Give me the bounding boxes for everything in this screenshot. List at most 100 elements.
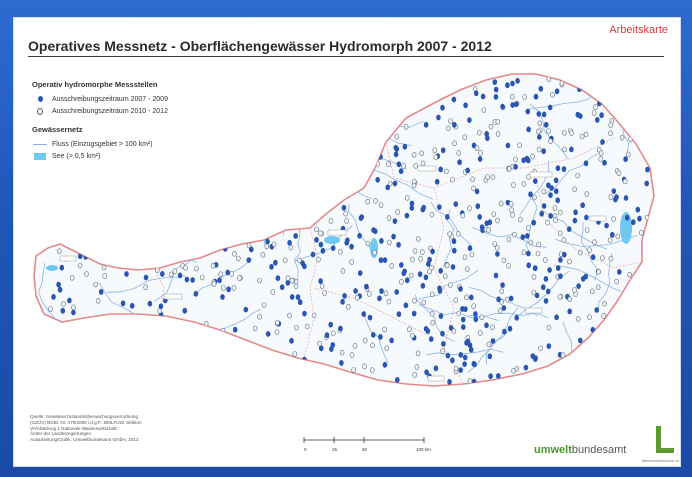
station-marker-2010-2012: [521, 249, 527, 256]
legend-row-river: Fluss (Einzugsgebiet > 100 km²): [32, 138, 232, 150]
station-marker-2007-2009: [427, 256, 432, 263]
station-marker-2010-2012: [340, 268, 346, 274]
station-marker-2010-2012: [418, 256, 424, 262]
station-marker-2007-2009: [505, 82, 510, 89]
station-marker-2010-2012: [370, 342, 375, 349]
station-marker-2007-2009: [463, 306, 468, 312]
station-marker-2010-2012: [488, 123, 494, 130]
station-marker-2010-2012: [383, 290, 389, 297]
scale-label: 50: [362, 447, 368, 452]
station-marker-2010-2012: [444, 262, 450, 269]
station-marker-2010-2012: [328, 218, 334, 224]
station-marker-2007-2009: [631, 219, 636, 226]
station-marker-2010-2012: [287, 312, 292, 319]
source-line: (GZÜV) BGBl. Nr. 479/2006 i.d.g.F.; BMLF…: [30, 419, 142, 425]
station-marker-2010-2012: [542, 257, 548, 263]
station-marker-2010-2012: [349, 352, 355, 358]
station-marker-2010-2012: [569, 130, 574, 136]
station-marker-2007-2009: [537, 134, 542, 140]
station-marker-2007-2009: [184, 276, 190, 283]
station-marker-2010-2012: [261, 302, 267, 308]
map-type-label: Arbeitskarte: [609, 24, 668, 36]
station-marker-2010-2012: [378, 202, 384, 208]
station-marker-2010-2012: [362, 337, 368, 344]
station-marker-2007-2009: [484, 322, 489, 329]
station-marker-2007-2009: [493, 86, 499, 93]
station-marker-2007-2009: [71, 309, 76, 316]
station-marker-2010-2012: [616, 170, 622, 176]
station-marker-2007-2009: [580, 275, 586, 282]
station-marker-2010-2012: [625, 151, 631, 158]
station-marker-2010-2012: [593, 104, 598, 110]
station-marker-2007-2009: [590, 326, 596, 333]
station-marker-2007-2009: [460, 316, 466, 323]
station-marker-2010-2012: [509, 207, 515, 213]
station-marker-2007-2009: [424, 369, 429, 376]
station-marker-2010-2012: [440, 348, 445, 354]
station-marker-2010-2012: [486, 341, 492, 348]
station-marker-2010-2012: [561, 130, 567, 136]
station-marker-2010-2012: [451, 328, 457, 335]
station-marker-2010-2012: [339, 349, 345, 356]
station-marker-2007-2009: [635, 206, 641, 213]
station-marker-2007-2009: [578, 337, 583, 344]
lake-box-icon: [34, 152, 46, 160]
station-marker-2010-2012: [275, 319, 280, 326]
logo-text-umwelt: umwelt: [534, 444, 572, 456]
city-labels: [59, 165, 607, 382]
station-marker-2010-2012: [453, 365, 459, 372]
station-marker-2007-2009: [604, 222, 609, 229]
station-marker-2010-2012: [608, 194, 614, 200]
station-marker-2007-2009: [265, 238, 270, 245]
station-marker-2010-2012: [546, 128, 551, 134]
station-marker-2007-2009: [469, 294, 474, 301]
station-marker-2007-2009: [392, 218, 398, 225]
station-marker-2007-2009: [477, 156, 483, 162]
station-marker-2010-2012: [412, 297, 417, 304]
station-marker-2007-2009: [401, 270, 407, 277]
station-marker-2007-2009: [510, 80, 515, 87]
station-marker-2007-2009: [420, 282, 426, 289]
station-marker-2007-2009: [190, 277, 195, 283]
river-line: [256, 181, 286, 236]
station-marker-2007-2009: [545, 288, 551, 295]
station-marker-2010-2012: [467, 205, 472, 211]
station-marker-2007-2009: [496, 373, 501, 379]
station-marker-2010-2012: [557, 294, 563, 300]
station-marker-2007-2009: [484, 131, 490, 137]
station-marker-2010-2012: [598, 156, 604, 162]
legend-row-period-1: Ausschreibungszeitraum 2007 - 2009: [32, 93, 232, 105]
station-marker-2007-2009: [528, 191, 533, 198]
station-marker-2010-2012: [282, 257, 288, 264]
station-marker-2007-2009: [440, 147, 446, 154]
legend-river-label: Fluss (Einzugsgebiet > 100 km²): [52, 140, 153, 148]
station-marker-2010-2012: [401, 163, 407, 169]
station-marker-2010-2012: [322, 290, 327, 296]
station-marker-2010-2012: [71, 304, 76, 311]
station-marker-2007-2009: [525, 233, 530, 239]
station-marker-2010-2012: [429, 211, 435, 218]
station-marker-2007-2009: [452, 247, 457, 254]
station-marker-2010-2012: [521, 181, 527, 187]
station-marker-2010-2012: [369, 367, 375, 374]
station-marker-2007-2009: [423, 274, 429, 281]
station-marker-2010-2012: [352, 342, 358, 349]
river-line: [230, 369, 314, 378]
station-marker-2007-2009: [543, 276, 549, 282]
lake-bodensee: [46, 265, 58, 271]
station-marker-2010-2012: [467, 378, 473, 384]
station-marker-2007-2009: [450, 357, 455, 364]
station-marker-2010-2012: [567, 258, 572, 265]
station-marker-2010-2012: [460, 212, 466, 219]
station-marker-2010-2012: [415, 350, 421, 357]
station-marker-2010-2012: [211, 281, 217, 287]
legend-lake-label: See (> 0,5 km²): [52, 152, 101, 160]
station-marker-2007-2009: [533, 93, 539, 100]
river-line: [467, 331, 508, 373]
station-marker-2007-2009: [533, 178, 538, 185]
station-marker-2007-2009: [555, 165, 561, 172]
station-marker-2010-2012: [492, 241, 498, 247]
station-marker-2010-2012: [69, 274, 75, 281]
station-marker-2007-2009: [279, 284, 285, 291]
source-line: VII/Abteilung 1 Nationale Wasserwirtscha…: [30, 425, 118, 431]
